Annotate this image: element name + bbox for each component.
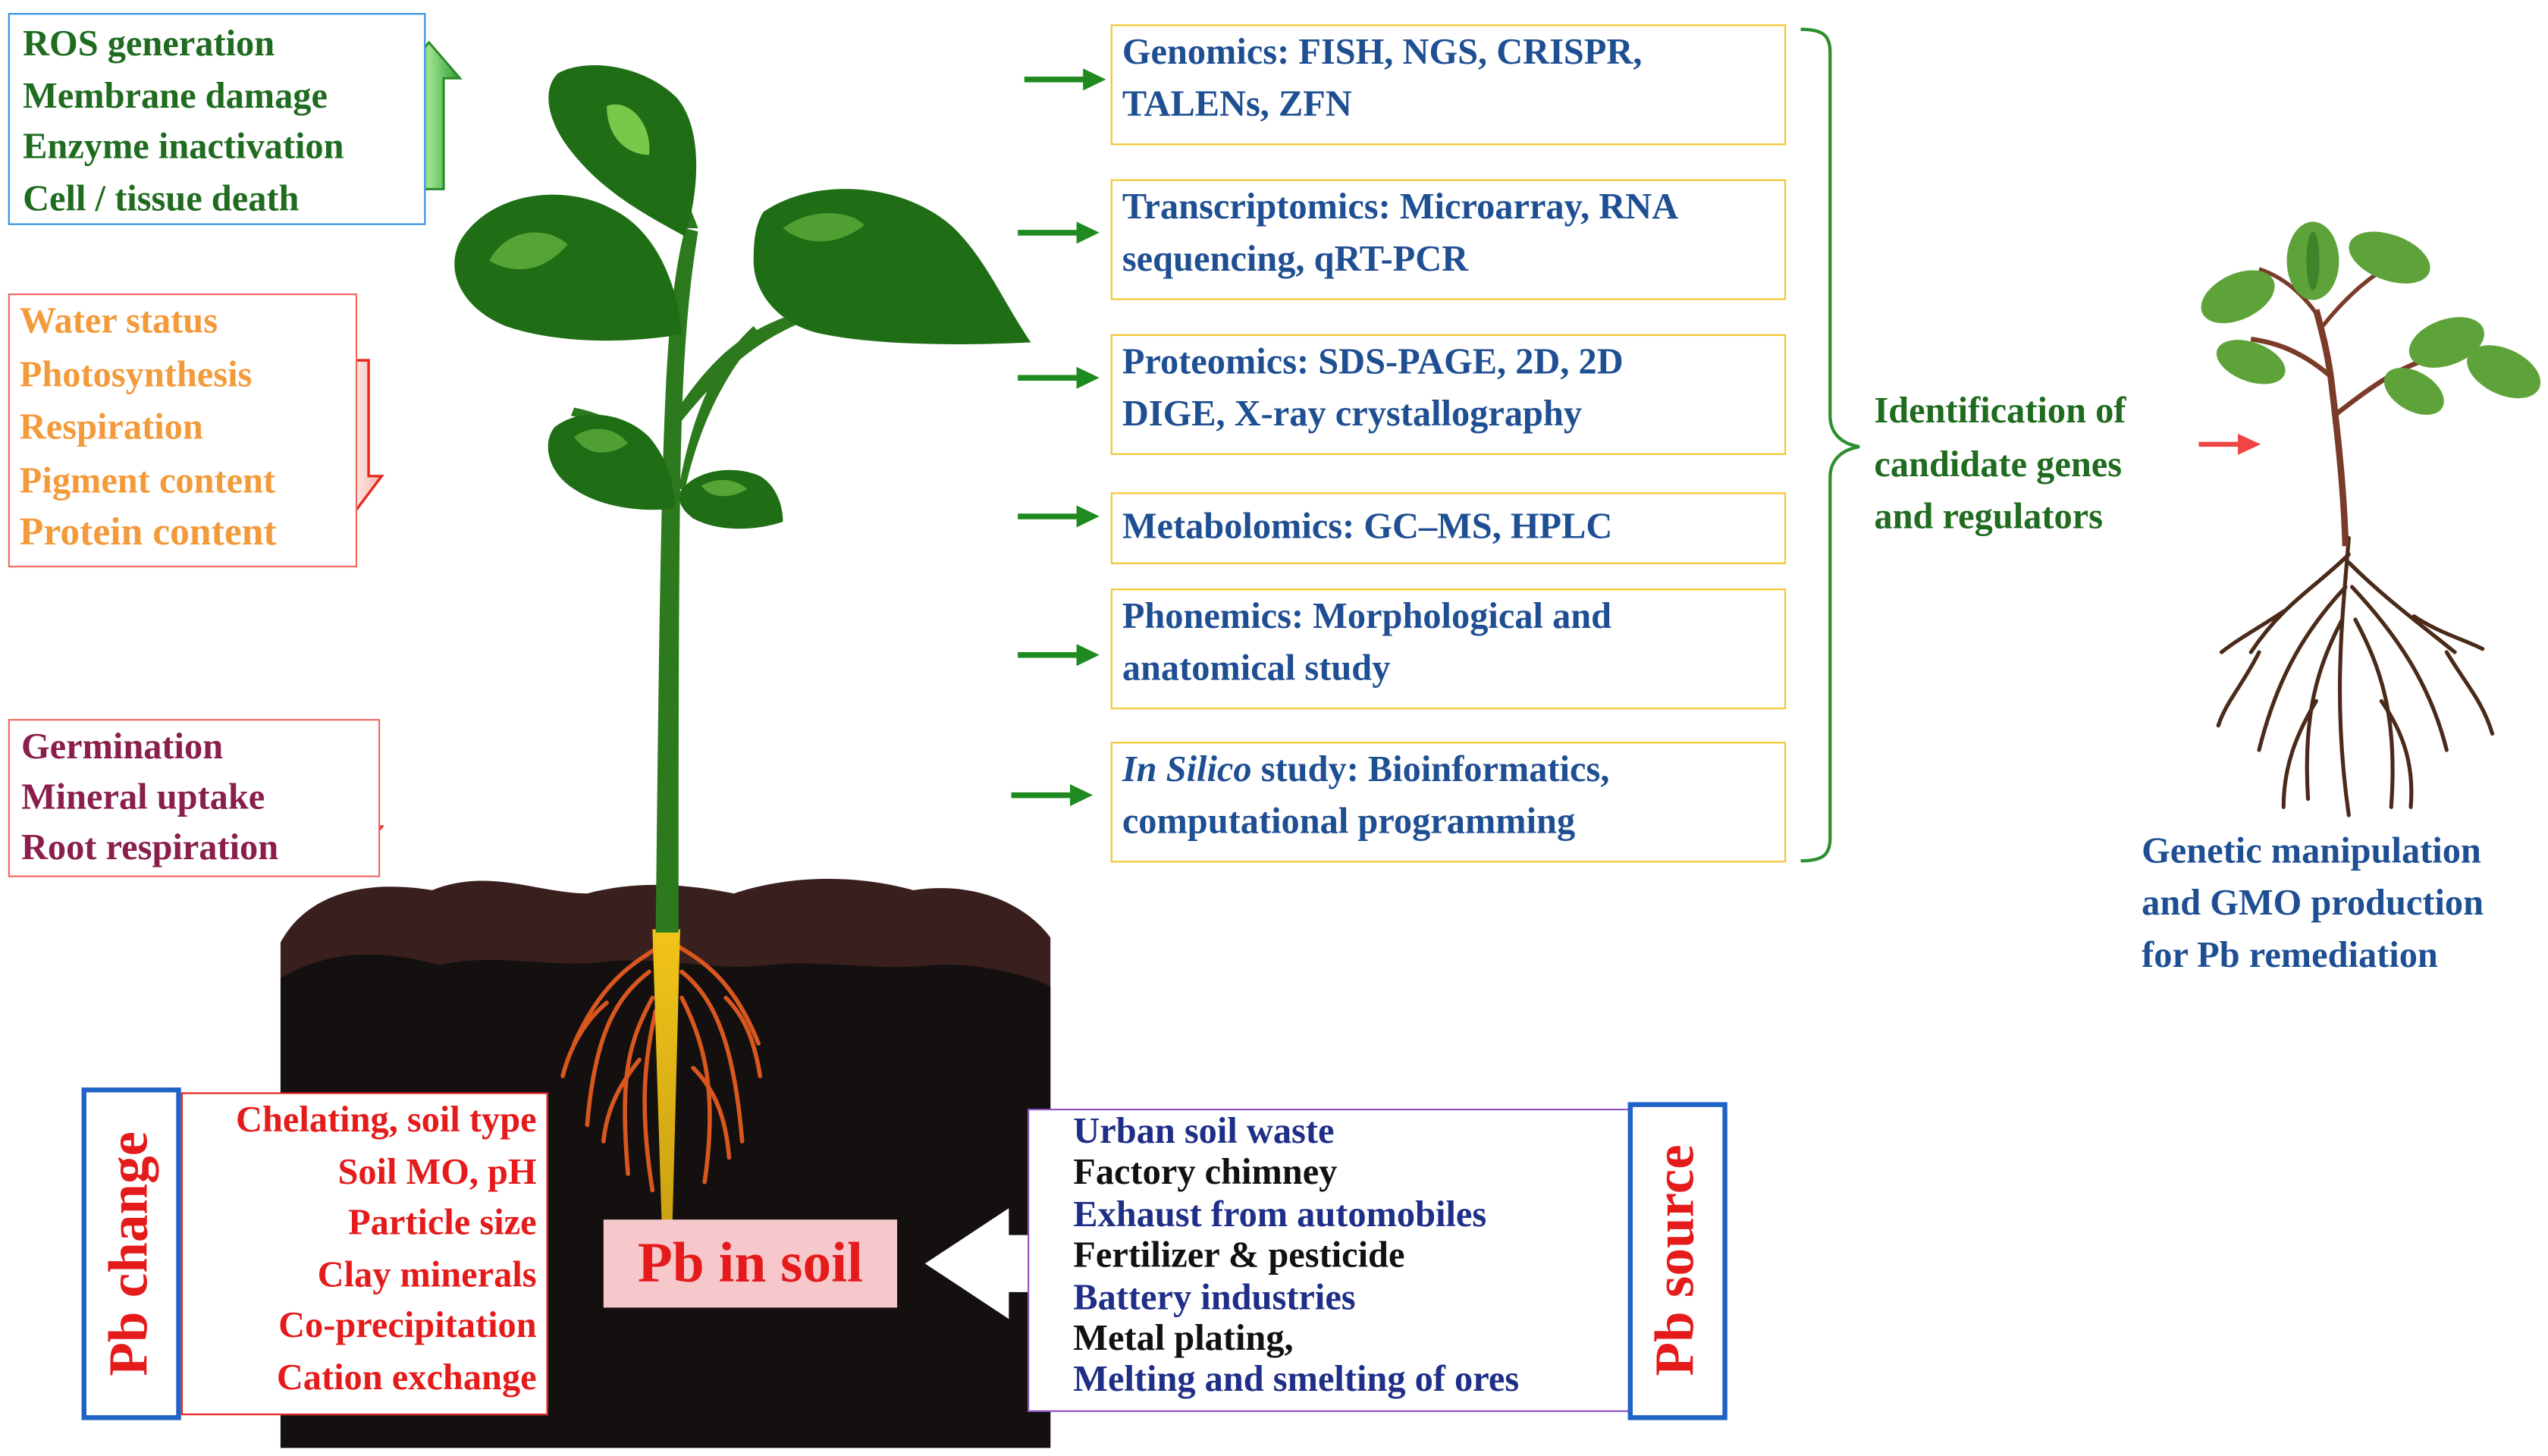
- pb-change-item: Chelating, soil type: [236, 1099, 537, 1140]
- identification-line: and regulators: [1874, 495, 2103, 537]
- effect-down-item: Respiration: [19, 406, 203, 447]
- effect-up-item: Enzyme inactivation: [23, 125, 344, 167]
- curly-brace-icon: [1800, 27, 1860, 863]
- phenomics-line: Phonemics: Morphological and: [1122, 595, 1612, 636]
- pb-source-title-box: [1627, 1102, 1727, 1420]
- identification-line: Identification of: [1874, 389, 2126, 431]
- genetic-line: Genetic manipulation: [2142, 830, 2481, 871]
- right-arrow-red-icon: [2198, 433, 2261, 455]
- soybean-plant-icon: [2201, 221, 2541, 817]
- effect-up-item: Membrane damage: [23, 74, 328, 115]
- in-silico-italic: In Silico: [1122, 748, 1252, 789]
- taproot: [652, 929, 680, 1240]
- effects-up-box: ROS generation Membrane damage Enzyme in…: [8, 13, 426, 225]
- identification-line: candidate genes: [1874, 442, 2123, 484]
- proteomics-box: Proteomics: SDS-PAGE, 2D, 2D DIGE, X-ray…: [1110, 334, 1787, 455]
- genetic-line: for Pb remediation: [2142, 934, 2438, 975]
- pb-change-title-box: [81, 1087, 181, 1420]
- genetic-manipulation-text: Genetic manipulation and GMO production …: [2142, 825, 2484, 981]
- pb-change-items-box: Chelating, soil type Soil MO, pH Particl…: [180, 1092, 548, 1416]
- metabolomics-box: Metabolomics: GC–MS, HPLC: [1110, 492, 1787, 564]
- transcriptomics-box: Transcriptomics: Microarray, RNA sequenc…: [1110, 179, 1787, 300]
- effects-down-physiology-box: Water status Photosynthesis Respiration …: [8, 293, 358, 568]
- pb-source-items-box: Urban soil waste Factory chimney Exhaust…: [1028, 1109, 1640, 1412]
- plant-roots: [560, 943, 763, 1193]
- metabolomics-line: Metabolomics: GC–MS, HPLC: [1122, 505, 1613, 547]
- effects-down-root-box: Germination Mineral uptake Root respirat…: [8, 719, 381, 877]
- plant-seedling-icon: [454, 65, 1031, 933]
- genomics-box: Genomics: FISH, NGS, CRISPR, TALENs, ZFN: [1110, 24, 1787, 146]
- right-arrow-green-icon: [1011, 68, 1106, 807]
- pb-in-soil-box: [603, 1219, 897, 1308]
- pb-source-item: Exhaust from automobiles: [1073, 1193, 1487, 1235]
- pb-source-item: Fertilizer & pesticide: [1073, 1235, 1405, 1276]
- pb-change-item: Soil MO, pH: [337, 1150, 537, 1191]
- pb-source-item: Melting and smelting of ores: [1073, 1358, 1520, 1400]
- pb-in-soil-label: Pb in soil: [637, 1231, 863, 1295]
- in-silico-line2: computational programming: [1122, 800, 1576, 842]
- pb-source-item: Battery industries: [1073, 1276, 1356, 1317]
- pb-change-item: Clay minerals: [317, 1253, 537, 1294]
- effect-down-root-item: Root respiration: [20, 827, 279, 868]
- in-silico-box: In Silico study: Bioinformatics, computa…: [1110, 742, 1787, 863]
- transcriptomics-line: Transcriptomics: Microarray, RNA: [1122, 186, 1679, 227]
- effect-up-item: Cell / tissue death: [23, 177, 300, 218]
- effect-down-root-item: Mineral uptake: [20, 776, 265, 817]
- proteomics-line: DIGE, X-ray crystallography: [1122, 393, 1583, 434]
- effect-down-item: Pigment content: [19, 459, 276, 500]
- pb-change-item: Particle size: [348, 1201, 537, 1243]
- effect-down-item: Water status: [19, 300, 218, 341]
- in-silico-line: In Silico study: Bioinformatics,: [1112, 743, 1784, 795]
- genomics-line: Genomics: FISH, NGS, CRISPR,: [1122, 30, 1643, 72]
- pb-source-item: Metal plating,: [1073, 1317, 1294, 1359]
- genomics-line: TALENs, ZFN: [1122, 83, 1352, 124]
- identification-text: Identification of candidate genes and re…: [1874, 384, 2126, 544]
- pb-change-item: Co-precipitation: [278, 1304, 537, 1346]
- pb-source-title: Pb source: [1646, 1144, 1706, 1376]
- pb-change-title: Pb change: [99, 1131, 160, 1376]
- effect-down-root-item: Germination: [20, 725, 224, 767]
- effect-up-item: ROS generation: [23, 23, 275, 64]
- phenomics-box: Phonemics: Morphological and anatomical …: [1110, 588, 1787, 710]
- pb-source-item: Factory chimney: [1073, 1151, 1338, 1193]
- in-silico-rest: study: Bioinformatics,: [1251, 748, 1610, 789]
- effect-down-item: Protein content: [19, 512, 277, 555]
- pb-source-item: Urban soil waste: [1073, 1110, 1335, 1151]
- proteomics-line: Proteomics: SDS-PAGE, 2D, 2D: [1122, 340, 1624, 382]
- genetic-line: and GMO production: [2142, 882, 2484, 923]
- pb-change-item: Cation exchange: [276, 1356, 537, 1398]
- transcriptomics-line: sequencing, qRT-PCR: [1122, 237, 1469, 279]
- effect-down-item: Photosynthesis: [19, 353, 253, 394]
- phenomics-line: anatomical study: [1122, 647, 1391, 689]
